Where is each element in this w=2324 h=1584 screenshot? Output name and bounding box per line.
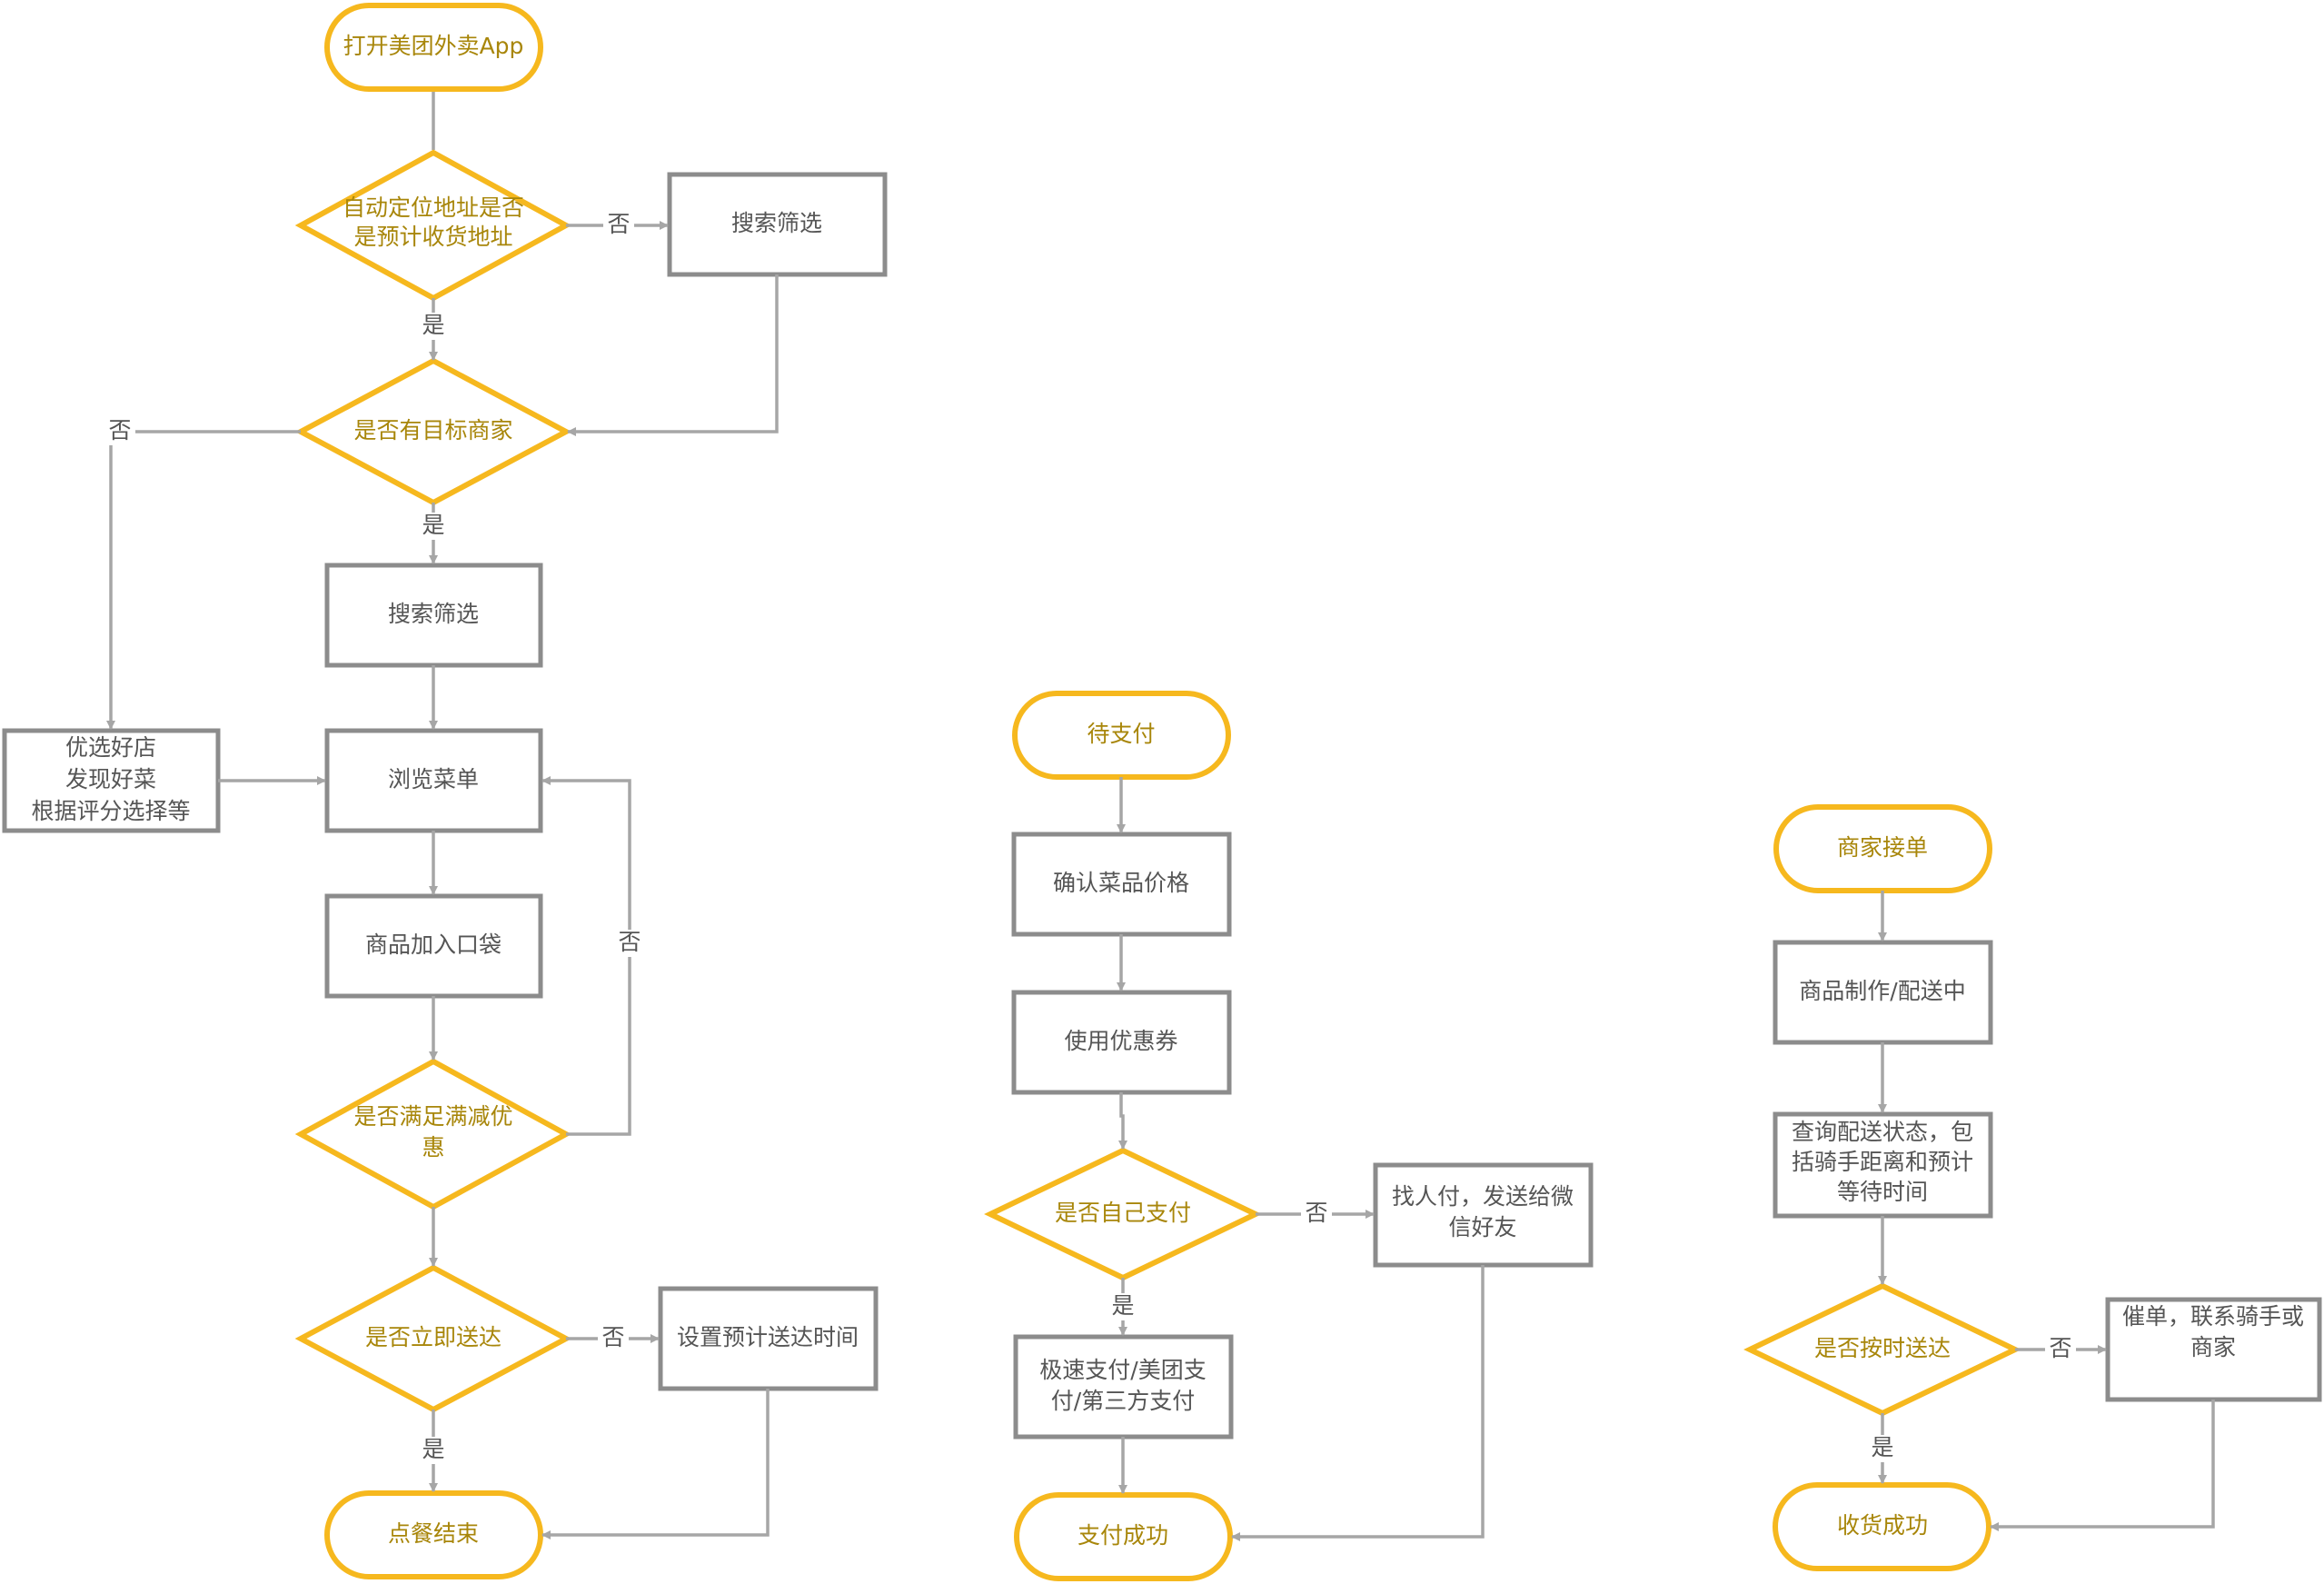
open-app-label: 打开美团外卖App [343,33,524,59]
pay-methods-line1: 极速支付/美团支 [1039,1357,1206,1383]
label-no-selfpay: 否 [1305,1200,1327,1226]
check-location-label-line2: 是预计收货地址 [353,224,512,250]
recommend-line1: 优选好店 [65,734,156,761]
label-yes-instant: 是 [422,1436,444,1462]
order-end-label: 点餐结束 [388,1520,479,1547]
pay-success-terminal[interactable]: 支付成功 [1014,1492,1233,1581]
query-status-line3: 等待时间 [1837,1179,1928,1205]
query-status-line1: 查询配送状态，包 [1792,1119,1973,1145]
open-app-terminal[interactable]: 打开美团外卖App [324,3,543,92]
urge-line1: 催单，联系骑手或 [2122,1303,2304,1330]
label-no-instant: 否 [601,1324,624,1350]
received-terminal[interactable]: 收货成功 [1773,1482,1991,1571]
edge-search-right-to-store [567,274,779,436]
pay-methods-line2: 付/第三方支付 [1051,1388,1195,1414]
edge-coupon-to-selfpay [1118,1092,1127,1150]
flow2: 待支付 确认菜品价格 使用优惠券 是否自己支付 找人付，发送给微 信好友 极速支… [984,691,1594,1581]
label-no-store: 否 [108,417,131,443]
add-to-bag-box[interactable]: 商品加入口袋 [324,893,543,999]
confirm-price-box[interactable]: 确认菜品价格 [1011,832,1232,937]
merchant-accept-terminal[interactable]: 商家接单 [1773,804,1992,893]
making-delivering-box[interactable]: 商品制作/配送中 [1773,940,1993,1045]
browse-menu-label: 浏览菜单 [388,766,479,792]
check-on-time-label: 是否按时送达 [1814,1335,1951,1361]
set-time-box[interactable]: 设置预计送达时间 [658,1286,879,1391]
edge-urge-to-received [1990,1400,2215,1531]
find-payer-line1: 找人付，发送给微 [1392,1183,1574,1210]
edge-discount-no [541,776,631,1136]
edge-labels: 否 是 否 是 否 否 是 否 是 否 是 [104,211,2076,1464]
add-to-bag-label: 商品加入口袋 [365,931,502,958]
search-filter-right-box[interactable]: 搜索筛选 [667,172,888,277]
merchant-accept-label: 商家接单 [1837,834,1928,861]
recommend-line3: 根据评分选择等 [31,798,190,824]
check-discount-decision[interactable]: 是否满足满减优 惠 [294,1058,572,1210]
check-on-time-decision[interactable]: 是否按时送达 [1743,1282,2021,1417]
find-payer-box[interactable]: 找人付，发送给微 信好友 [1373,1162,1594,1268]
check-instant-label: 是否立即送达 [365,1324,502,1350]
pending-payment-terminal[interactable]: 待支付 [1012,691,1231,780]
edge-findpayer-to-success [1231,1265,1485,1541]
edge-store-no [106,430,301,730]
order-end-terminal[interactable]: 点餐结束 [324,1490,543,1579]
has-target-store-decision[interactable]: 是否有目标商家 [294,357,572,506]
has-target-store-label: 是否有目标商家 [353,417,512,443]
pay-success-label: 支付成功 [1078,1522,1168,1549]
confirm-price-label: 确认菜品价格 [1053,870,1189,896]
label-yes-selfpay: 是 [1111,1292,1134,1319]
recommend-box[interactable]: 优选好店 发现好菜 根据评分选择等 [2,728,221,833]
browse-menu-box[interactable]: 浏览菜单 [324,728,543,833]
recommend-line2: 发现好菜 [65,766,156,792]
search-filter-box[interactable]: 搜索筛选 [324,563,543,668]
search-filter-label: 搜索筛选 [388,601,479,627]
label-no-ontime: 否 [2049,1335,2071,1361]
check-self-pay-decision[interactable]: 是否自己支付 [984,1147,1262,1281]
label-no-location: 否 [607,211,630,237]
query-status-line2: 括骑手距离和预计 [1792,1149,1973,1175]
use-coupon-label: 使用优惠券 [1064,1028,1177,1054]
pending-payment-label: 待支付 [1087,721,1155,747]
check-discount-line2: 惠 [422,1134,444,1161]
label-yes-location: 是 [422,312,444,338]
pay-methods-box[interactable]: 极速支付/美团支 付/第三方支付 [1013,1334,1234,1440]
find-payer-line2: 信好友 [1448,1214,1516,1240]
check-instant-decision[interactable]: 是否立即送达 [294,1264,572,1413]
use-coupon-box[interactable]: 使用优惠券 [1011,990,1232,1095]
label-yes-store: 是 [422,512,444,538]
query-status-box[interactable]: 查询配送状态，包 括骑手距离和预计 等待时间 [1773,1111,1993,1219]
flow1: 打开美团外卖App 自动定位地址是否 是预计收货地址 搜索筛选 是否有目标商家 … [2,3,888,1579]
received-label: 收货成功 [1837,1512,1928,1539]
edge-settime-to-end [541,1389,770,1539]
label-no-discount: 否 [618,929,641,955]
check-location-decision[interactable]: 自动定位地址是否 是预计收货地址 [294,149,572,302]
check-location-label-line1: 自动定位地址是否 [343,194,524,221]
making-delivering-label: 商品制作/配送中 [1799,978,1965,1004]
urge-line2: 商家 [2190,1334,2236,1360]
check-discount-line1: 是否满足满减优 [353,1103,512,1130]
search-filter-right-label: 搜索筛选 [731,210,822,236]
urge-box[interactable]: 催单，联系骑手或 商家 [2105,1297,2322,1402]
set-time-label: 设置预计送达时间 [677,1324,859,1350]
label-yes-ontime: 是 [1871,1434,1893,1460]
check-self-pay-label: 是否自己支付 [1055,1200,1191,1226]
flow3: 商家接单 商品制作/配送中 查询配送状态，包 括骑手距离和预计 等待时间 是否按… [1743,804,2322,1571]
